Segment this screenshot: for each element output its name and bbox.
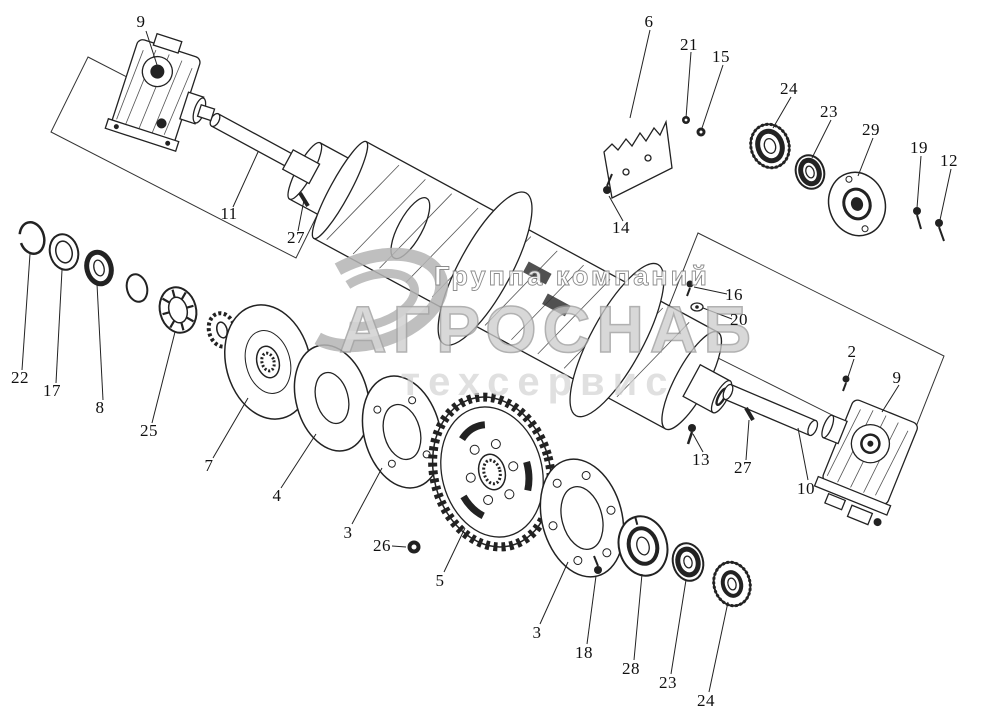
flange-disc-3-lower — [539, 458, 625, 578]
part-label-19: 19 — [910, 138, 928, 157]
sprocket-5 — [428, 392, 556, 552]
plain-disc-4 — [293, 344, 371, 452]
part-label-5: 5 — [435, 571, 445, 590]
part-label-3b: 3 — [532, 623, 542, 642]
watermark-line3: техсервис — [401, 360, 676, 404]
part-label-20: 20 — [730, 310, 748, 329]
nut-26 — [407, 540, 421, 554]
part-label-18: 18 — [575, 643, 593, 662]
bearing-25 — [158, 286, 198, 334]
part-label-23b: 23 — [659, 673, 677, 692]
gearbox-left — [104, 32, 216, 152]
part-label-17: 17 — [43, 381, 61, 400]
flange-cap-29 — [827, 171, 887, 237]
stub-shaft-10 — [722, 383, 819, 437]
part-label-15: 15 — [712, 47, 730, 66]
input-shaft — [209, 112, 321, 185]
part-label-8: 8 — [95, 398, 105, 417]
part-label-28: 28 — [622, 659, 640, 678]
part-label-27: 27 — [287, 228, 305, 247]
part-label-12: 12 — [940, 151, 958, 170]
part-label-4: 4 — [272, 486, 282, 505]
locknut-24-lower — [712, 560, 752, 608]
part-label-21: 21 — [680, 35, 698, 54]
hub-disc-7 — [223, 304, 313, 420]
bearing-23-top — [794, 154, 826, 190]
bolt-13 — [686, 424, 696, 445]
toothed-plate — [603, 119, 673, 199]
part-label-25: 25 — [140, 421, 158, 440]
key-pin — [298, 191, 310, 208]
watermark-logo-swoosh — [295, 247, 449, 353]
auger-flight — [569, 262, 665, 418]
leader-lines — [21, 29, 952, 693]
part-label-3: 3 — [343, 523, 353, 542]
gearbox-right — [813, 399, 918, 527]
part-label-24: 24 — [780, 79, 798, 98]
washer-8 — [84, 249, 114, 287]
bolts-19-12 — [913, 207, 945, 242]
ring-small — [125, 273, 149, 303]
bearing-23-lower — [671, 542, 705, 582]
part-label-27b: 27 — [734, 458, 752, 477]
part-label-9: 9 — [136, 12, 146, 31]
part-label-26: 26 — [373, 536, 391, 555]
snap-ring-22 — [18, 220, 46, 256]
locknut-24-top — [749, 122, 791, 170]
part-label-10: 10 — [797, 479, 815, 498]
fasteners-16-20 — [686, 280, 704, 312]
watermark-line1: Группа компаний — [434, 261, 710, 291]
part-label-23: 23 — [820, 102, 838, 121]
watermark-line2: АГРОСНАБ — [339, 292, 757, 366]
part-label-24b: 24 — [697, 691, 715, 710]
part-label-6: 6 — [644, 12, 654, 31]
small-bolts-top — [682, 116, 706, 137]
part-label-11: 11 — [220, 204, 238, 223]
part-label-9b: 9 — [892, 368, 902, 387]
part-label-29: 29 — [862, 120, 880, 139]
part-label-22: 22 — [11, 368, 29, 387]
bolt-18 — [593, 555, 602, 574]
part-label-16: 16 — [725, 285, 743, 304]
plate-bolt — [603, 173, 613, 194]
part-label-13: 13 — [692, 450, 710, 469]
ring-nut-17 — [48, 233, 80, 271]
part-label-2: 2 — [847, 342, 857, 361]
auger-flight — [437, 191, 533, 346]
bolt-2 — [842, 375, 850, 392]
auger-drum — [287, 140, 733, 431]
flanged-bearing-28 — [617, 515, 669, 577]
watermark: Группа компаний АГРОСНАБ техсервис — [295, 247, 757, 404]
key-pin-right — [744, 406, 755, 422]
part-label-7: 7 — [204, 456, 214, 475]
part-label-14: 14 — [612, 218, 630, 237]
